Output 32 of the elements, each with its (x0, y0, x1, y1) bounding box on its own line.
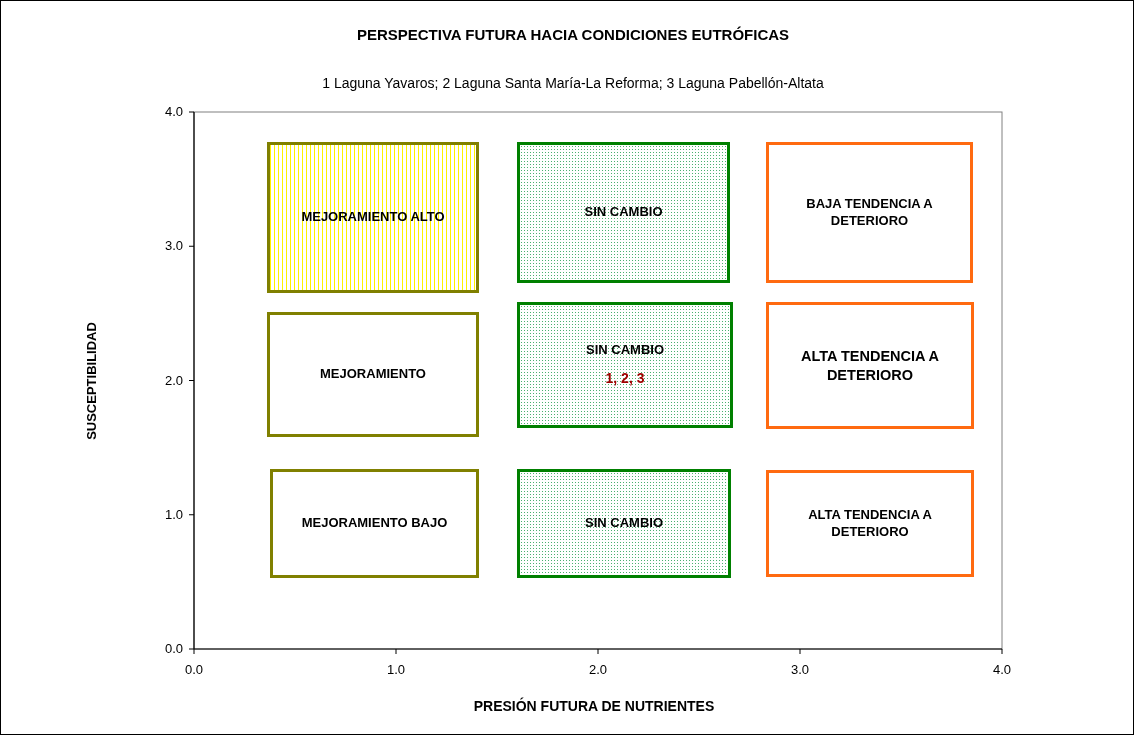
category-label: ALTA TENDENCIA A DETERIORO (800, 347, 940, 384)
category-box (270, 469, 479, 578)
axis-tick-label: 4.0 (164, 103, 183, 122)
category-label: ALTA TENDENCIA A DETERIORO (807, 507, 933, 540)
axis-tick-label: 1.0 (164, 506, 183, 524)
axis-tick-label: 0.0 (184, 661, 204, 680)
category-box (267, 142, 479, 293)
site-numbers: 1, 2, 3 (605, 370, 645, 388)
chart-title: PERSPECTIVA FUTURA HACIA CONDICIONES EUTRÓFICAS (356, 24, 790, 45)
category-box (517, 142, 730, 283)
category-label: MEJORAMIENTO (320, 366, 426, 383)
subtitle: 1 Laguna Yavaros; 2 Laguna Santa María-La Reforma; 3 Laguna Pabellón-Altata (322, 73, 824, 93)
axis-tick-label: 3.0 (790, 661, 810, 680)
axis-tick-label: 3.0 (164, 237, 183, 256)
category-label: SIN CAMBIO (584, 204, 663, 221)
category-box (766, 470, 974, 577)
axis-tick-label: 4.0 (992, 661, 1012, 680)
axis-tick-label: 2.0 (588, 661, 608, 680)
category-box (766, 142, 973, 283)
axis-tick-label: 0.0 (164, 640, 183, 659)
category-box (766, 302, 974, 429)
category-label: SIN CAMBIO (586, 342, 664, 359)
category-box (517, 302, 733, 428)
axis-tick-label: 2.0 (164, 371, 183, 390)
category-box (517, 469, 731, 578)
axis-tick-label: 1.0 (386, 661, 406, 680)
category-label: MEJORAMIENTO BAJO (301, 515, 448, 532)
category-box (267, 312, 479, 437)
axis-title: SUSCEPTIBILIDAD (83, 322, 101, 440)
category-label: SIN CAMBIO (585, 515, 663, 532)
category-label: BAJA TENDENCIA A DETERIORO (805, 196, 934, 229)
axis-title: PRESIÓN FUTURA DE NUTRIENTES (473, 696, 715, 716)
